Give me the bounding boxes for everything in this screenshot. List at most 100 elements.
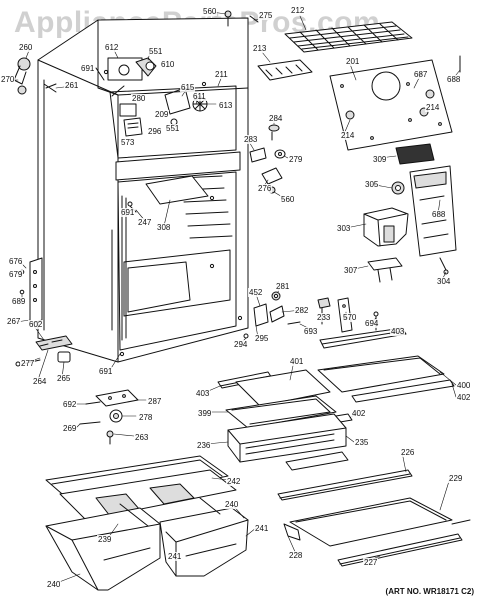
part-callout-688: 688 xyxy=(446,75,462,84)
part-callout-551: 551 xyxy=(165,124,181,133)
part-callout-276: 276 xyxy=(257,184,273,193)
door-hinge-parts xyxy=(79,389,139,445)
left-side-hardware xyxy=(13,57,73,367)
part-callout-275: 275 xyxy=(258,11,274,20)
control-cover-303 xyxy=(363,207,409,247)
part-callout-612: 612 xyxy=(104,43,120,52)
part-callout-602: 602 xyxy=(28,320,44,329)
part-callout-305: 305 xyxy=(364,180,380,189)
part-callout-403: 403 xyxy=(195,389,211,398)
part-callout-211: 211 xyxy=(214,70,229,79)
part-callout-242: 242 xyxy=(226,477,242,486)
part-callout-269: 269 xyxy=(62,424,78,433)
part-callout-308: 308 xyxy=(156,223,172,232)
part-callout-214: 214 xyxy=(425,103,441,112)
part-callout-213: 213 xyxy=(252,44,268,53)
part-callout-212: 212 xyxy=(290,6,306,15)
art-number: (ART NO. WR18171 C2) xyxy=(385,587,474,596)
part-callout-214: 214 xyxy=(340,131,356,140)
part-callout-228: 228 xyxy=(288,551,304,560)
part-callout-294: 294 xyxy=(233,340,249,349)
part-callout-233: 233 xyxy=(316,313,332,322)
part-callout-236: 236 xyxy=(196,441,212,450)
part-callout-613: 613 xyxy=(218,101,234,110)
part-callout-679: 679 xyxy=(8,270,24,279)
lower-glass-shelf xyxy=(277,469,471,567)
part-callout-691: 691 xyxy=(80,64,96,73)
part-callout-201: 201 xyxy=(345,57,361,66)
part-callout-247: 247 xyxy=(137,218,153,227)
part-callout-551: 551 xyxy=(148,47,164,56)
part-callout-296: 296 xyxy=(147,127,163,136)
part-callout-227: 227 xyxy=(363,558,379,567)
part-callout-281: 281 xyxy=(275,282,291,291)
part-callout-307: 307 xyxy=(343,266,359,275)
part-callout-402: 402 xyxy=(456,393,472,402)
part-callout-452: 452 xyxy=(248,288,264,297)
freezer-shelf-308 xyxy=(127,175,209,213)
part-callout-295: 295 xyxy=(254,334,270,343)
temperature-control-parts xyxy=(249,124,286,194)
control-housing-688 xyxy=(409,165,457,275)
part-callout-676: 676 xyxy=(8,257,24,266)
part-callout-278: 278 xyxy=(138,413,154,422)
part-callout-235: 235 xyxy=(354,438,370,447)
part-callout-694: 694 xyxy=(364,319,380,328)
part-callout-570: 570 xyxy=(342,313,358,322)
control-knob-305 xyxy=(391,181,405,195)
part-callout-240: 240 xyxy=(224,500,240,509)
freezer-wire-shelf xyxy=(284,21,413,53)
part-callout-560: 560 xyxy=(280,195,296,204)
part-callout-229: 229 xyxy=(448,474,464,483)
part-callout-241: 241 xyxy=(167,552,183,561)
part-callout-400: 400 xyxy=(456,381,472,390)
part-callout-287: 287 xyxy=(147,397,163,406)
crisper-pans xyxy=(45,455,249,591)
part-callout-261: 261 xyxy=(64,81,80,90)
part-callout-615: 615 xyxy=(180,83,196,92)
part-callout-399: 399 xyxy=(197,409,213,418)
part-callout-402: 402 xyxy=(351,409,367,418)
part-callout-282: 282 xyxy=(294,306,310,315)
part-callout-689: 689 xyxy=(11,297,27,306)
part-callout-264: 264 xyxy=(32,377,48,386)
part-callout-284: 284 xyxy=(268,114,284,123)
part-callout-688: 688 xyxy=(431,210,447,219)
part-callout-240: 240 xyxy=(46,580,62,589)
part-callout-692: 692 xyxy=(62,400,78,409)
part-callout-687: 687 xyxy=(413,70,429,79)
part-callout-209: 209 xyxy=(154,110,170,119)
bracket-307 xyxy=(367,257,403,283)
part-callout-239: 239 xyxy=(97,535,113,544)
evaporator-fan-assembly xyxy=(95,57,208,137)
ice-tray xyxy=(257,59,313,81)
part-callout-270: 270 xyxy=(0,75,16,84)
part-callout-304: 304 xyxy=(436,277,452,286)
part-callout-277: 277 xyxy=(20,359,36,368)
part-callout-691: 691 xyxy=(98,367,114,376)
part-callout-611: 611 xyxy=(192,92,207,101)
part-callout-267: 267 xyxy=(6,317,22,326)
part-callout-573: 573 xyxy=(120,138,136,147)
label-309 xyxy=(395,143,435,165)
part-callout-610: 610 xyxy=(160,60,176,69)
part-callout-560: 560 xyxy=(202,7,218,16)
part-callout-280: 280 xyxy=(131,94,147,103)
part-callout-279: 279 xyxy=(288,155,304,164)
part-callout-401: 401 xyxy=(289,357,305,366)
part-callout-260: 260 xyxy=(18,43,34,52)
part-callout-226: 226 xyxy=(400,448,416,457)
part-callout-303: 303 xyxy=(336,224,352,233)
part-callout-693: 693 xyxy=(303,327,319,336)
part-callout-241: 241 xyxy=(254,524,270,533)
part-callout-691: 691 xyxy=(120,208,136,217)
freezer-rear-panel xyxy=(329,55,461,151)
part-callout-265: 265 xyxy=(56,374,72,383)
meat-pan-drawer xyxy=(227,413,349,471)
part-callout-309: 309 xyxy=(372,155,388,164)
part-callout-263: 263 xyxy=(134,433,150,442)
part-callout-403: 403 xyxy=(390,327,406,336)
part-callout-283: 283 xyxy=(243,135,259,144)
